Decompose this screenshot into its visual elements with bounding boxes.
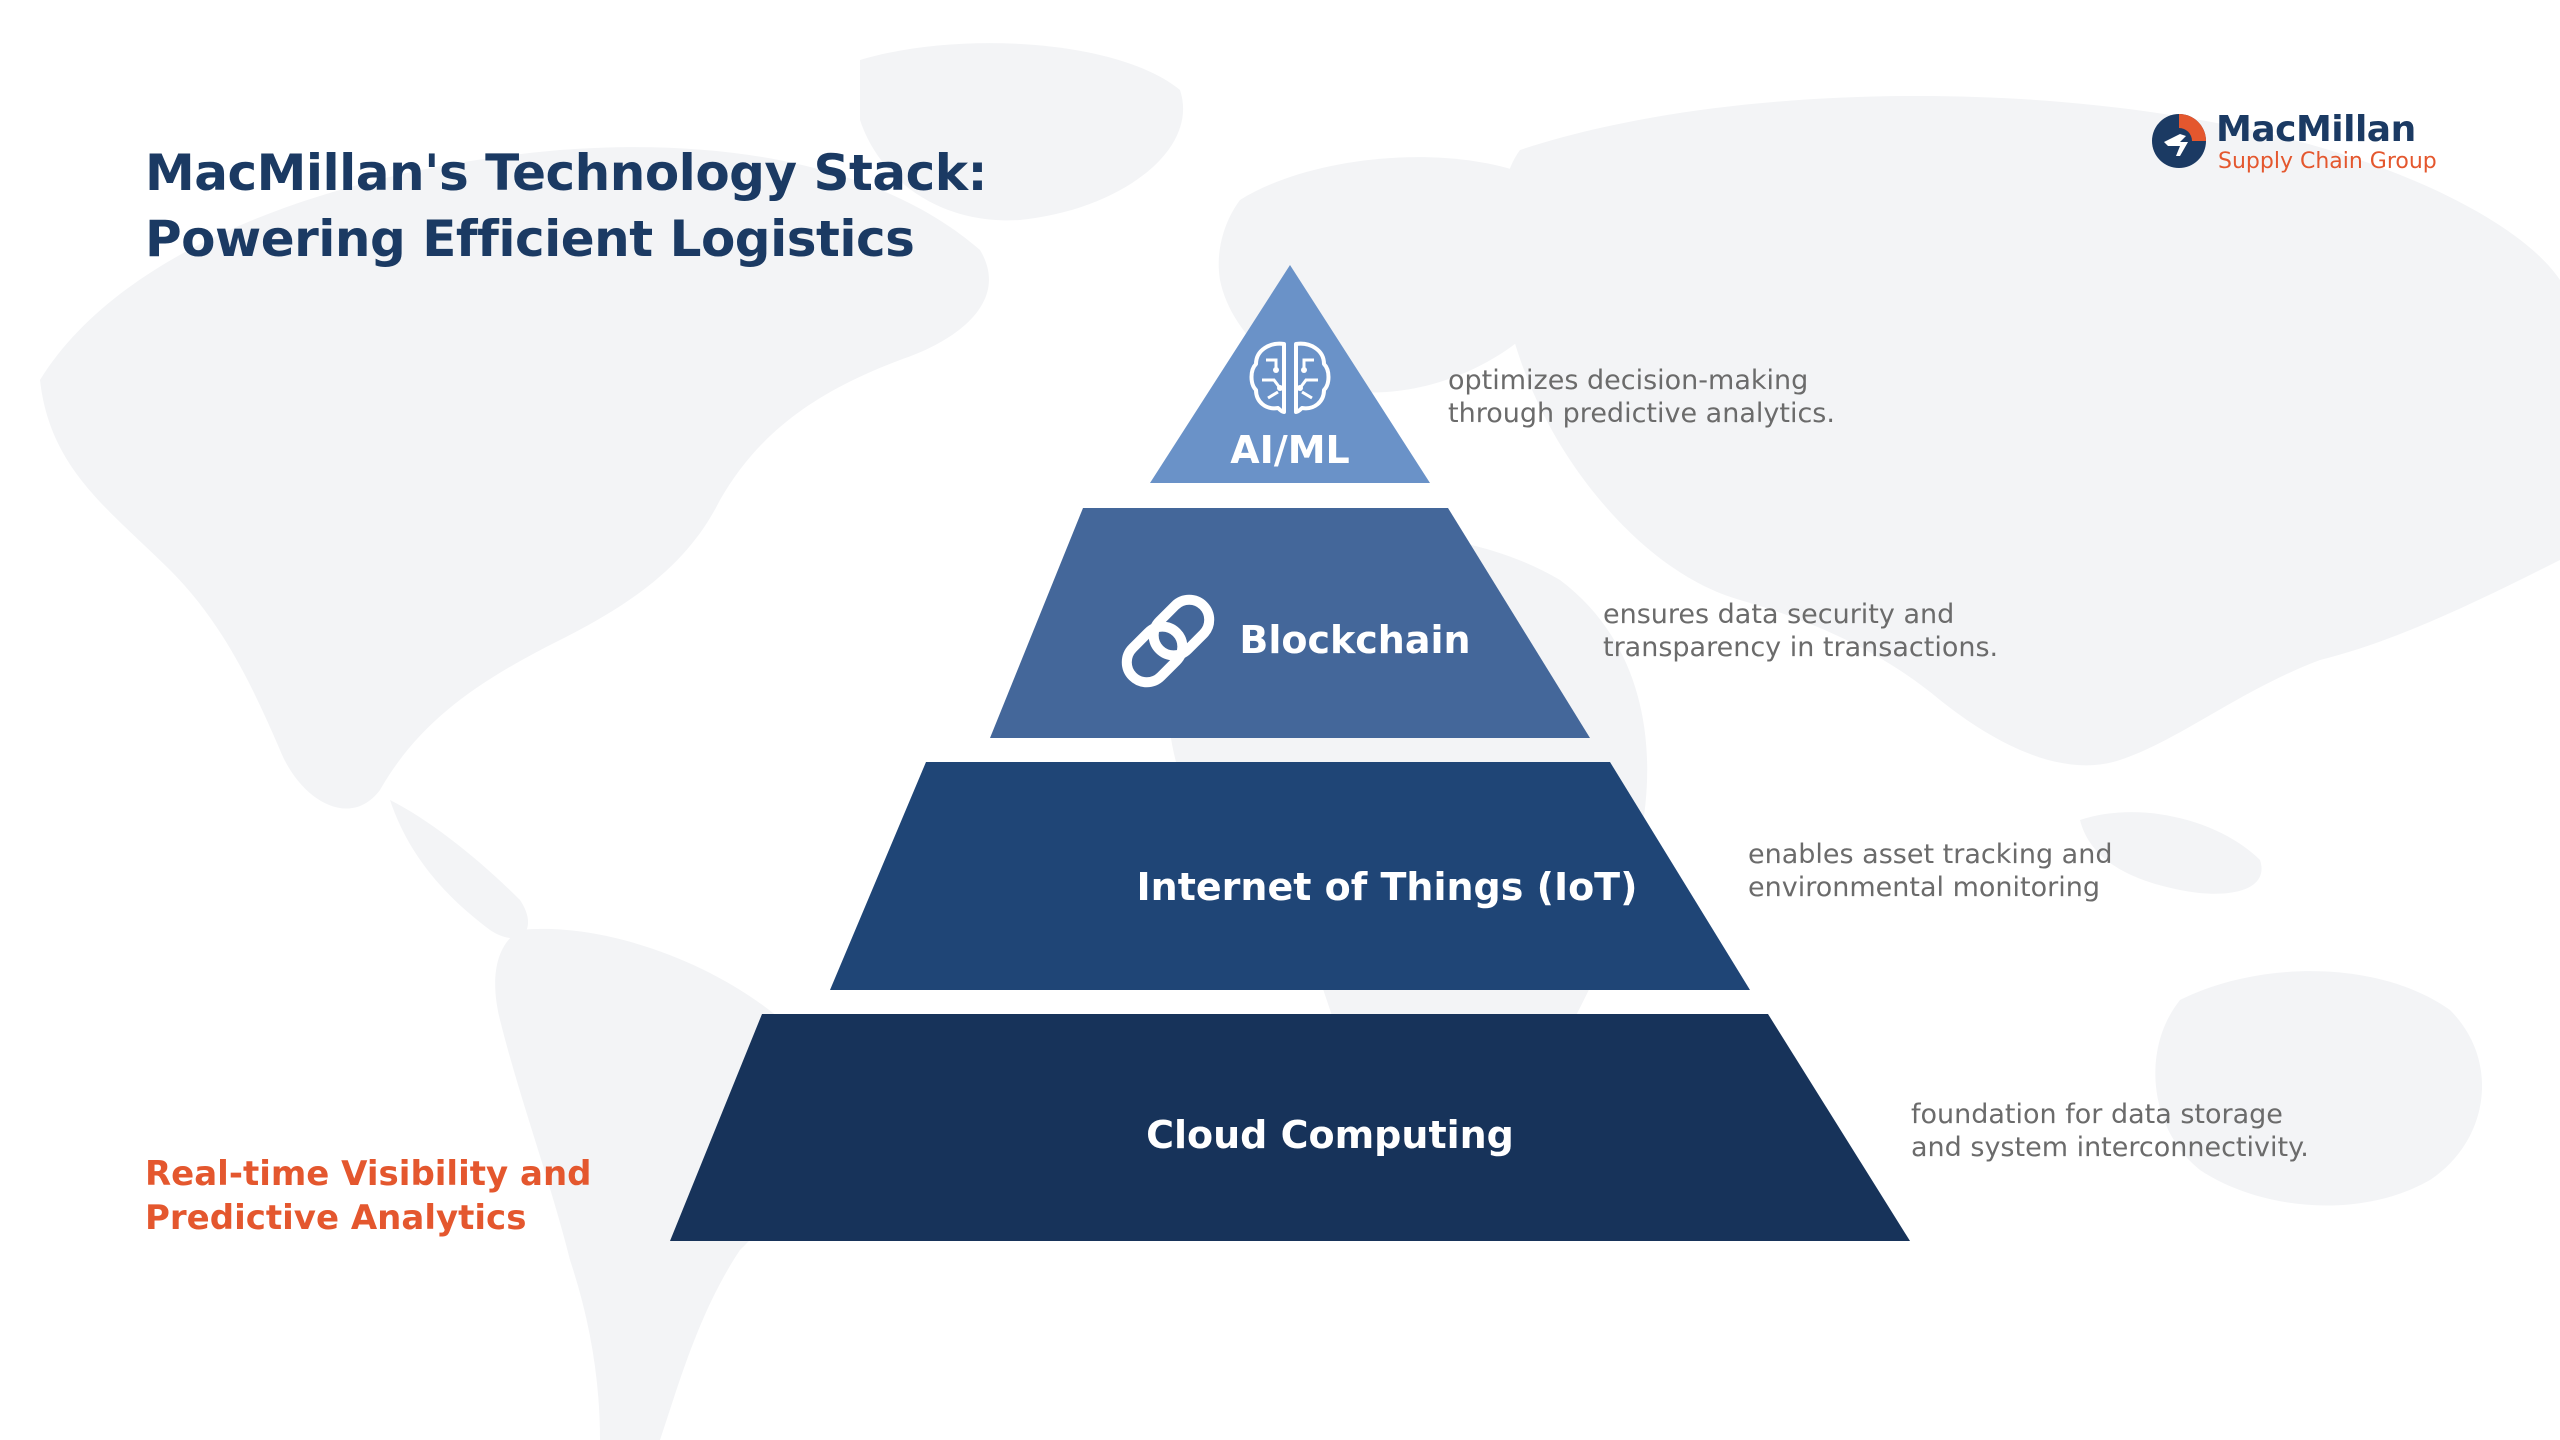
page-title: MacMillan's Technology Stack: Powering E…: [145, 140, 988, 272]
logo-subtitle: Supply Chain Group: [2218, 149, 2437, 174]
chain-link-icon: [1121, 594, 1215, 688]
description-line: and system interconnectivity.: [1911, 1132, 2309, 1163]
description-line: optimizes decision-making: [1448, 365, 1809, 396]
description-line: ensures data security and: [1603, 599, 1955, 630]
tagline-line-1: Real-time Visibility and: [145, 1154, 592, 1194]
tagline-line-2: Predictive Analytics: [145, 1198, 527, 1238]
description-line: through predictive analytics.: [1448, 398, 1835, 429]
tier-label-ai-ml: AI/ML: [1230, 428, 1349, 472]
tier-label-iot: Internet of Things (IoT): [1137, 865, 1638, 909]
description-line: environmental monitoring: [1748, 872, 2100, 903]
tier-description-blockchain: ensures data security and transparency i…: [1603, 598, 1998, 664]
tier-description-iot: enables asset tracking and environmental…: [1748, 838, 2112, 904]
page-title-line-2: Powering Efficient Logistics: [145, 210, 915, 268]
description-line: foundation for data storage: [1911, 1099, 2283, 1130]
tier-shape-ai-ml: [1150, 265, 1430, 483]
tier-label-blockchain: Blockchain: [1239, 618, 1470, 662]
tier-shape-cloud-computing: [670, 1014, 1910, 1241]
tier-label-cloud-computing: Cloud Computing: [1146, 1113, 1514, 1157]
logo-mark-icon: [2152, 114, 2206, 168]
logo-name: MacMillan: [2216, 109, 2416, 150]
tier-description-ai-ml: optimizes decision-making through predic…: [1448, 364, 1835, 430]
tier-shape-iot: [830, 762, 1750, 990]
description-line: enables asset tracking and: [1748, 839, 2113, 870]
page-title-line-1: MacMillan's Technology Stack:: [145, 144, 988, 202]
brain-circuit-icon: [1249, 341, 1331, 414]
company-logo: MacMillan Supply Chain Group: [2150, 108, 2440, 178]
description-line: transparency in transactions.: [1603, 632, 1999, 663]
tagline: Real-time Visibility and Predictive Anal…: [145, 1152, 591, 1240]
tier-description-cloud-computing: foundation for data storage and system i…: [1911, 1098, 2309, 1164]
